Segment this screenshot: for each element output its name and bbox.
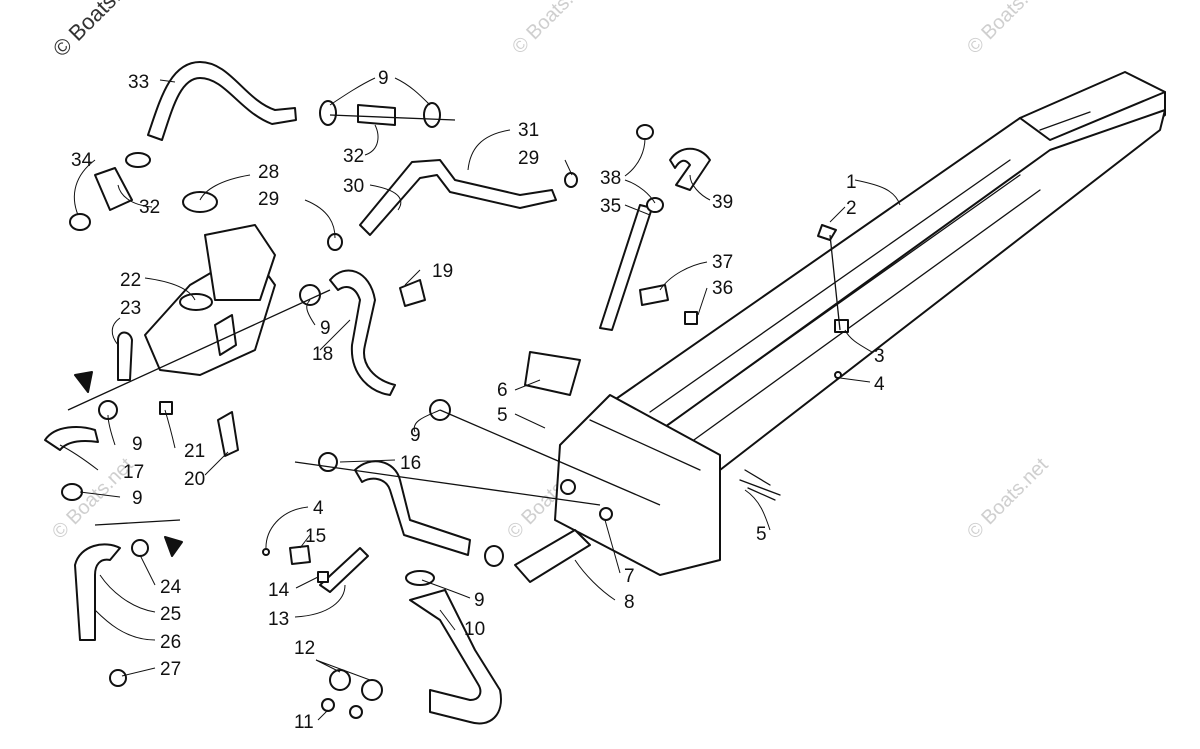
callout-29b: 29: [518, 148, 539, 169]
callout-1: 1: [846, 172, 857, 193]
callout-27: 27: [160, 659, 181, 680]
callout-25: 25: [160, 604, 181, 625]
watermark-top-left: © Boats.net: [48, 0, 147, 62]
heat-exchanger-rails: [599, 71, 1166, 471]
watermark-mid-right: © Boats.net: [963, 454, 1053, 544]
direction-arrow-left: [74, 371, 93, 393]
callout-4a: 4: [874, 374, 885, 395]
callout-19: 19: [432, 261, 453, 282]
foam-pad: [524, 351, 581, 396]
callout-29a: 29: [258, 189, 279, 210]
callout-30: 30: [343, 176, 364, 197]
coolant-tank: [144, 191, 276, 376]
callout-3: 3: [874, 346, 885, 367]
callout-20: 20: [184, 469, 205, 490]
callout-4b: 4: [313, 498, 324, 519]
callout-9a: 9: [378, 68, 389, 89]
callout-28: 28: [258, 162, 279, 183]
callout-37: 37: [712, 252, 733, 273]
callout-12: 12: [294, 638, 315, 659]
watermark-top-right: © Boats.net: [963, 0, 1053, 59]
direction-arrow-lower: [164, 536, 183, 557]
callout-11: 11: [294, 712, 314, 733]
callout-35: 35: [600, 196, 621, 217]
callout-labels: 1 2 3 4 4 5 5 6 7 8 9 9 9 9 9 9 9 10 11 …: [71, 68, 885, 733]
callout-18: 18: [312, 344, 333, 365]
callout-15: 15: [305, 526, 326, 547]
clamps: [61, 100, 664, 701]
callout-5a: 5: [497, 405, 508, 426]
callout-23: 23: [120, 298, 141, 319]
callout-9f: 9: [474, 590, 485, 611]
callout-8: 8: [624, 592, 635, 613]
callout-21: 21: [184, 441, 205, 462]
leader-lines: [59, 77, 901, 721]
tunnel-bracket: [554, 394, 721, 576]
watermark-top-center: © Boats.net: [508, 0, 598, 59]
centerlines: [67, 114, 841, 557]
callout-10: 10: [464, 619, 485, 640]
callout-39: 39: [712, 192, 733, 213]
callout-38: 38: [600, 168, 621, 189]
small-hardware: [159, 224, 849, 719]
callout-13: 13: [268, 609, 289, 630]
callout-36: 36: [712, 278, 733, 299]
callout-9b: 9: [132, 434, 143, 455]
callout-14: 14: [268, 580, 290, 601]
callout-6: 6: [497, 380, 508, 401]
callout-9d: 9: [320, 318, 331, 339]
callout-7: 7: [624, 566, 635, 587]
callout-17: 17: [123, 462, 144, 483]
callout-26: 26: [160, 632, 181, 653]
callout-5b: 5: [756, 524, 767, 545]
callout-32a: 32: [343, 146, 364, 167]
callout-2: 2: [846, 198, 857, 219]
callout-34: 34: [71, 150, 93, 171]
callout-9e: 9: [410, 425, 421, 446]
callout-22: 22: [120, 270, 141, 291]
callout-24: 24: [160, 577, 182, 598]
callout-16: 16: [400, 453, 421, 474]
callout-33: 33: [128, 72, 149, 93]
callout-31: 31: [518, 120, 539, 141]
hoses: [44, 61, 711, 725]
callout-9c: 9: [132, 488, 143, 509]
callout-32b: 32: [139, 197, 160, 218]
